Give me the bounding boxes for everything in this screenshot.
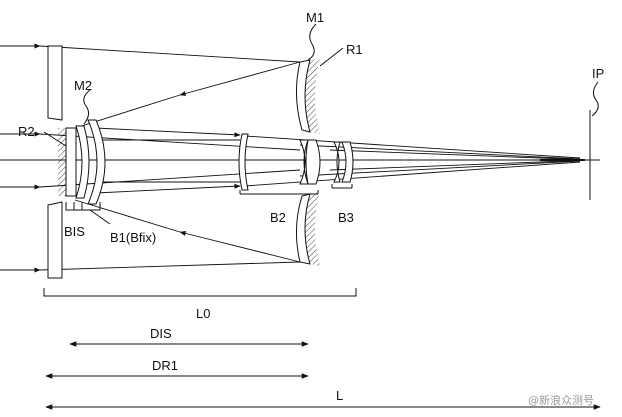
watermark: @新浪众测号 bbox=[528, 393, 594, 407]
label-bis: BIS bbox=[64, 224, 85, 239]
label-dis: DIS bbox=[150, 326, 172, 341]
label-l: L bbox=[336, 388, 343, 403]
label-m1: M1 bbox=[306, 10, 324, 25]
front-corrector-plates bbox=[47, 45, 63, 279]
incoming-rays bbox=[0, 43, 301, 273]
reflected-rays bbox=[74, 61, 301, 263]
lens-group-b1 bbox=[87, 119, 106, 205]
label-r1: R1 bbox=[346, 42, 363, 57]
l0-bracket bbox=[43, 288, 357, 297]
lens-group-b2 bbox=[238, 133, 321, 195]
label-b1: B1(Bfix) bbox=[110, 230, 156, 245]
label-r2: R2 bbox=[18, 124, 35, 139]
label-b2: B2 bbox=[270, 210, 286, 225]
leader-lines bbox=[43, 23, 599, 225]
label-m2: M2 bbox=[74, 78, 92, 93]
lens-group-b3 bbox=[331, 141, 354, 189]
primary-mirror-m1 bbox=[295, 58, 320, 266]
secondary-mirror-m2 bbox=[58, 125, 90, 199]
converging-rays bbox=[94, 127, 585, 194]
label-ip: IP bbox=[592, 66, 604, 81]
label-dr1: DR1 bbox=[152, 358, 178, 373]
label-l0: L0 bbox=[196, 306, 210, 321]
label-b3: B3 bbox=[338, 210, 354, 225]
